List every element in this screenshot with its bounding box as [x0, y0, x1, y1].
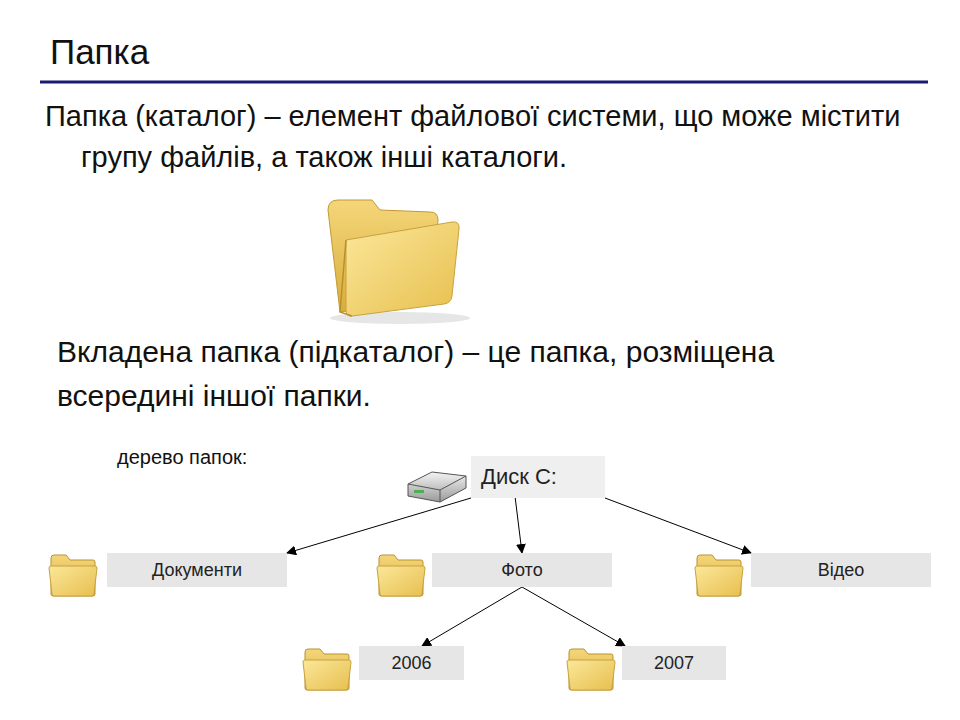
folder-box: Документи — [107, 553, 287, 587]
folder-illustration — [328, 200, 470, 324]
node-text: Фото — [501, 560, 542, 581]
page-title: Папка — [50, 30, 149, 74]
folder-icon — [303, 649, 351, 690]
drive-box: Диск С: — [471, 456, 605, 498]
node-text: Відео — [818, 560, 865, 581]
folder-icon — [377, 555, 425, 596]
tree-connector — [287, 498, 471, 553]
definition-text: Папка (каталог) – елемент файлової систе… — [45, 96, 915, 178]
folder-box: 2007 — [622, 646, 726, 680]
folder-box: 2006 — [359, 646, 464, 680]
folder-icon — [49, 555, 97, 596]
folder-box: Фото — [432, 553, 612, 587]
title-rule — [40, 81, 928, 84]
tree-connector — [522, 587, 625, 646]
nested-definition-text: Вкладена папка (підкаталог) – це папка, … — [57, 330, 777, 418]
node-text: Документи — [152, 560, 242, 581]
tree-connector — [422, 587, 522, 646]
drive-icon — [408, 472, 466, 502]
node-text: 2006 — [391, 653, 431, 674]
tree-connector — [605, 498, 751, 553]
folder-icon — [695, 555, 743, 596]
tree-connector — [515, 498, 522, 553]
node-text: Диск С: — [481, 464, 557, 490]
tree-caption: дерево папок: — [117, 444, 377, 470]
folder-box: Відео — [751, 553, 931, 587]
folder-icon — [567, 649, 615, 690]
node-text: 2007 — [654, 653, 694, 674]
